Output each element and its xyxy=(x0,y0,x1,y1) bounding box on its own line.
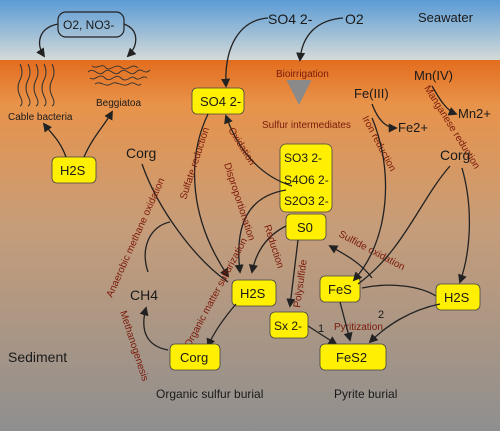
h2s-mid-text: H2S xyxy=(240,286,266,301)
bioirrigation-label: Bioirrigation xyxy=(276,69,329,80)
fe3-label: Fe(III) xyxy=(354,86,389,101)
iron-to-fes-curve xyxy=(352,117,387,282)
sulfurization-arrow xyxy=(206,303,237,348)
h2s-right-text: H2S xyxy=(444,290,470,305)
arrow-h2s-to-cable xyxy=(42,122,67,158)
h2s-right-to-fes-curve xyxy=(361,284,437,297)
sulfate-reduction-arrow xyxy=(194,113,230,278)
arrow-so4-into-sediment xyxy=(221,17,269,88)
corg-left-label: Corg xyxy=(126,145,156,161)
s2o3-text: S2O3 2- xyxy=(284,194,329,208)
methanogenesis-arrow xyxy=(139,306,169,351)
ch4-label: CH4 xyxy=(130,287,158,303)
corg-to-h2s-curve xyxy=(141,163,229,283)
pyritization-arrow-fes xyxy=(339,301,353,342)
seawater-zone xyxy=(0,0,500,62)
corg-right-curve xyxy=(357,165,451,285)
seawater-o2: O2 xyxy=(345,11,364,27)
h2s-left-text: H2S xyxy=(60,163,86,178)
corg-right-label: Corg xyxy=(440,147,470,163)
h2s-right-box xyxy=(435,283,481,311)
sx-box xyxy=(269,311,309,339)
s4o6-text: S4O6 2- xyxy=(284,173,329,187)
sulfur-intermediates-title: Sulfur intermediates xyxy=(262,120,351,131)
aom-arrow xyxy=(144,221,171,273)
mn2-label: Mn2+ xyxy=(458,106,491,121)
fes-text: FeS xyxy=(328,282,352,297)
manganese-reduction-arrow xyxy=(431,85,458,116)
arrow-o2-into-sediment xyxy=(296,17,344,62)
h2s-left-box xyxy=(51,156,97,184)
beggiatoa-icon xyxy=(87,65,151,86)
arrow-to-cable xyxy=(36,23,59,58)
corg-box-text: Corg xyxy=(180,350,208,365)
h2s-mid-box xyxy=(231,279,277,307)
so4-box xyxy=(191,87,245,115)
corg-box xyxy=(169,343,221,371)
path-1-label: 1 xyxy=(318,323,324,335)
corg-right-to-h2s xyxy=(458,167,471,284)
so3-text: SO3 2- xyxy=(284,151,322,165)
organic-sulfur-burial-label-1: Organic sulfur burial xyxy=(156,387,263,401)
seawater-so4: SO4 2- xyxy=(268,11,313,27)
polysulfide-arrow xyxy=(286,239,299,308)
iron-reduction-arrow xyxy=(371,103,398,133)
pyritization-arrow-1 xyxy=(307,325,338,345)
so4-box-text: SO4 2- xyxy=(200,94,241,109)
cable-bacteria-icon xyxy=(17,63,55,107)
reduction-arrow xyxy=(248,225,287,274)
s0-box xyxy=(285,213,327,241)
seawater-label: Seawater xyxy=(418,10,474,25)
oxidant-bubble-text: O2, NO3- xyxy=(63,18,114,32)
oxidation-arrow xyxy=(224,114,293,187)
pyritization-label: Pyritization xyxy=(334,322,383,333)
arrow-to-beggiatoa xyxy=(123,23,137,58)
cable-bacteria-label: Cable bacteria xyxy=(8,112,73,123)
fes2-box xyxy=(319,343,387,371)
disproportionation-arrow xyxy=(234,189,287,274)
beggiatoa-label: Beggiatoa xyxy=(96,98,141,109)
path-2-label: 2 xyxy=(378,309,384,321)
pyrite-burial-label: Pyrite burial xyxy=(334,387,397,401)
sulfide-oxidation-arrow xyxy=(328,245,373,279)
s0-text: S0 xyxy=(297,220,313,235)
sx-text: Sx 2- xyxy=(274,319,302,333)
sediment-label: Sediment xyxy=(8,349,67,365)
sediment-zone xyxy=(0,60,500,431)
arrow-h2s-to-beggiatoa xyxy=(83,110,113,158)
pyritization-arrow-2 xyxy=(368,303,441,344)
fes2-text: FeS2 xyxy=(336,350,367,365)
sulfur-intermediates-box xyxy=(279,143,333,213)
mn4-label: Mn(IV) xyxy=(414,68,453,83)
fe2-label: Fe2+ xyxy=(398,120,428,135)
